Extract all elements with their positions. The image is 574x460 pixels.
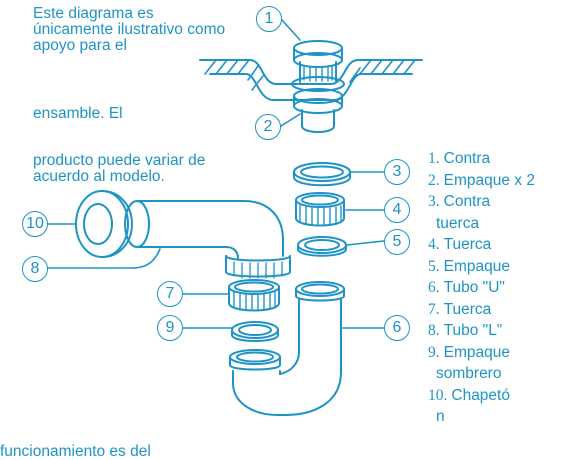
legend-item: 5.Empaque xyxy=(428,257,510,275)
part-empaque-lower xyxy=(231,321,279,342)
legend-item: 4.Tuerca xyxy=(428,236,492,253)
legend-item: 6.Tubo "U" xyxy=(428,279,505,296)
leader-lines xyxy=(47,19,385,329)
part-chapeton xyxy=(75,190,133,258)
part-contra-tuerca xyxy=(293,162,351,187)
callout-1: 1 xyxy=(256,6,282,32)
callout-4: 4 xyxy=(384,197,410,223)
disclaimer-text-2: ensamble. El xyxy=(33,105,123,122)
part-tuerca-upper xyxy=(295,192,345,227)
callout-3: 3 xyxy=(384,159,410,185)
part-tuerca-lower xyxy=(228,279,280,312)
drain-assembly xyxy=(291,40,345,133)
legend-item: 1.Contra xyxy=(428,150,491,167)
legend-item: 8.Tubo "L" xyxy=(428,322,503,339)
callout-2: 2 xyxy=(255,114,281,140)
disclaimer-text-3: producto puede variar de acuerdo al mode… xyxy=(33,152,206,185)
part-tubo-l xyxy=(124,200,291,279)
callout-9: 9 xyxy=(157,315,183,341)
disclaimer-text: Este diagrama es únicamente ilustrativo … xyxy=(33,5,226,54)
part-tubo-u xyxy=(229,281,345,416)
legend-item: 7.Tuerca xyxy=(428,300,492,318)
callout-5: 5 xyxy=(384,229,410,255)
disclaimer-text-4: funcionamiento es del xyxy=(0,443,151,460)
callout-6: 6 xyxy=(384,315,410,341)
callout-10: 10 xyxy=(22,211,48,237)
part-empaque-upper xyxy=(297,236,347,257)
callout-8: 8 xyxy=(22,256,48,282)
legend-item: 2.Empaque x 2 xyxy=(428,171,535,189)
callout-7: 7 xyxy=(157,281,183,307)
